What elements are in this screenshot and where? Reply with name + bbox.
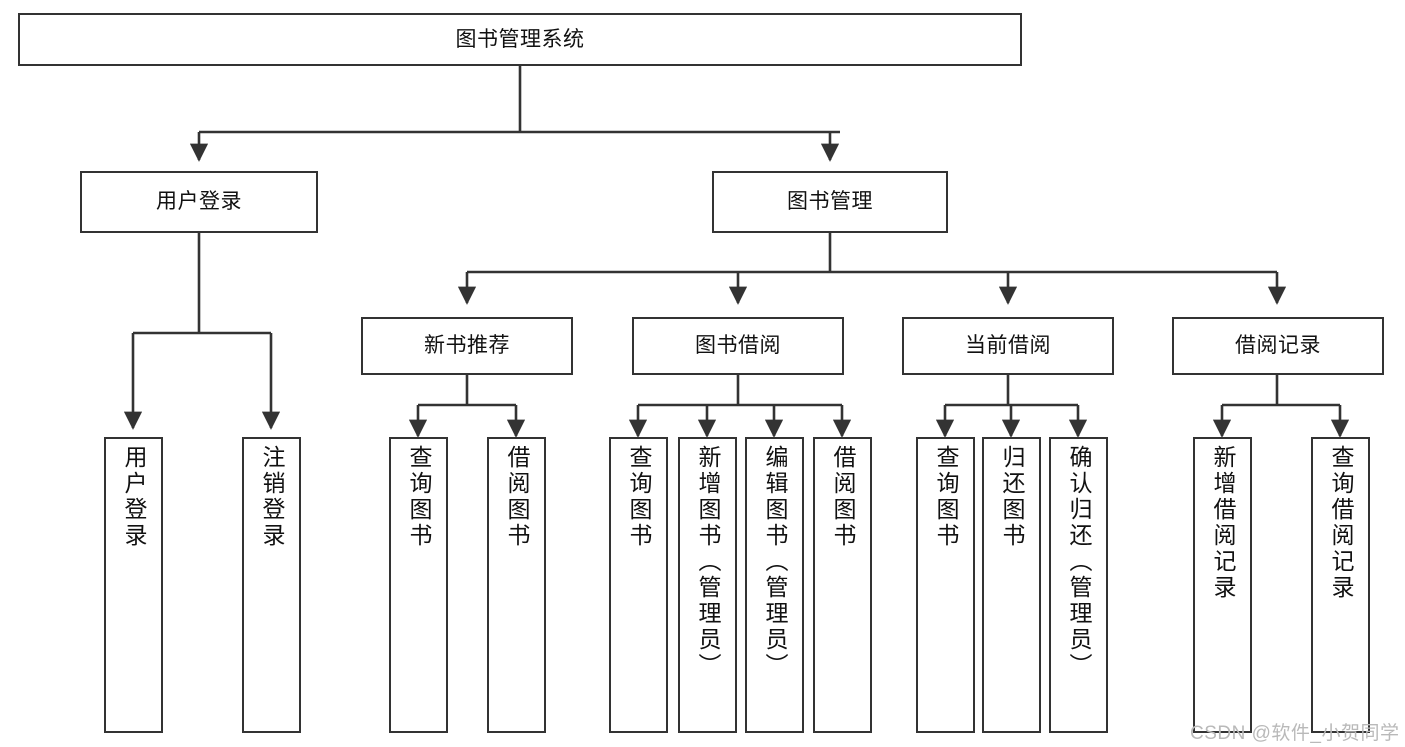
leaf-add-record[interactable]: 新增借阅记录: [1193, 437, 1252, 733]
leaf-query-book-3[interactable]: 查询图书: [916, 437, 975, 733]
node-root[interactable]: 图书管理系统: [18, 13, 1022, 66]
leaf-query-book-2[interactable]: 查询图书: [609, 437, 668, 733]
leaf-user-login-label: 用户登录: [121, 445, 147, 549]
leaf-edit-book[interactable]: 编辑图书（管理员）: [745, 437, 804, 733]
leaf-user-login[interactable]: 用户登录: [104, 437, 163, 733]
leaf-logout-login[interactable]: 注销登录: [242, 437, 301, 733]
leaf-confirm-return-label: 确认归还（管理员）: [1066, 445, 1092, 679]
leaf-logout-login-label: 注销登录: [259, 445, 285, 549]
leaf-add-book-label: 新增图书（管理员）: [695, 445, 721, 679]
node-borrow-record[interactable]: 借阅记录: [1172, 317, 1384, 375]
leaf-query-book-1-label: 查询图书: [406, 445, 432, 549]
node-book-borrow-label: 图书借阅: [695, 334, 781, 358]
leaf-query-record-label: 查询借阅记录: [1328, 445, 1354, 601]
leaf-query-book-1[interactable]: 查询图书: [389, 437, 448, 733]
node-book-manage-label: 图书管理: [787, 190, 873, 214]
leaf-return-book-label: 归还图书: [999, 445, 1025, 549]
leaf-borrow-book-1[interactable]: 借阅图书: [487, 437, 546, 733]
node-book-borrow[interactable]: 图书借阅: [632, 317, 844, 375]
node-root-label: 图书管理系统: [455, 27, 585, 51]
leaf-borrow-book-1-label: 借阅图书: [504, 445, 530, 549]
watermark-text: CSDN @软件_小贺同学: [1190, 723, 1400, 744]
node-new-book-rec-label: 新书推荐: [424, 334, 510, 358]
node-book-manage[interactable]: 图书管理: [712, 171, 948, 233]
node-current-borrow[interactable]: 当前借阅: [902, 317, 1114, 375]
node-borrow-record-label: 借阅记录: [1235, 334, 1321, 358]
leaf-confirm-return[interactable]: 确认归还（管理员）: [1049, 437, 1108, 733]
leaf-edit-book-label: 编辑图书（管理员）: [762, 445, 788, 679]
leaf-borrow-book-2[interactable]: 借阅图书: [813, 437, 872, 733]
leaf-add-book[interactable]: 新增图书（管理员）: [678, 437, 737, 733]
leaf-add-record-label: 新增借阅记录: [1210, 445, 1236, 601]
leaf-query-book-3-label: 查询图书: [933, 445, 959, 549]
node-user-login-label: 用户登录: [156, 190, 242, 214]
node-current-borrow-label: 当前借阅: [965, 334, 1051, 358]
leaf-return-book[interactable]: 归还图书: [982, 437, 1041, 733]
leaf-borrow-book-2-label: 借阅图书: [830, 445, 856, 549]
leaf-query-book-2-label: 查询图书: [626, 445, 652, 549]
node-new-book-rec[interactable]: 新书推荐: [361, 317, 573, 375]
node-user-login[interactable]: 用户登录: [80, 171, 318, 233]
leaf-query-record[interactable]: 查询借阅记录: [1311, 437, 1370, 733]
